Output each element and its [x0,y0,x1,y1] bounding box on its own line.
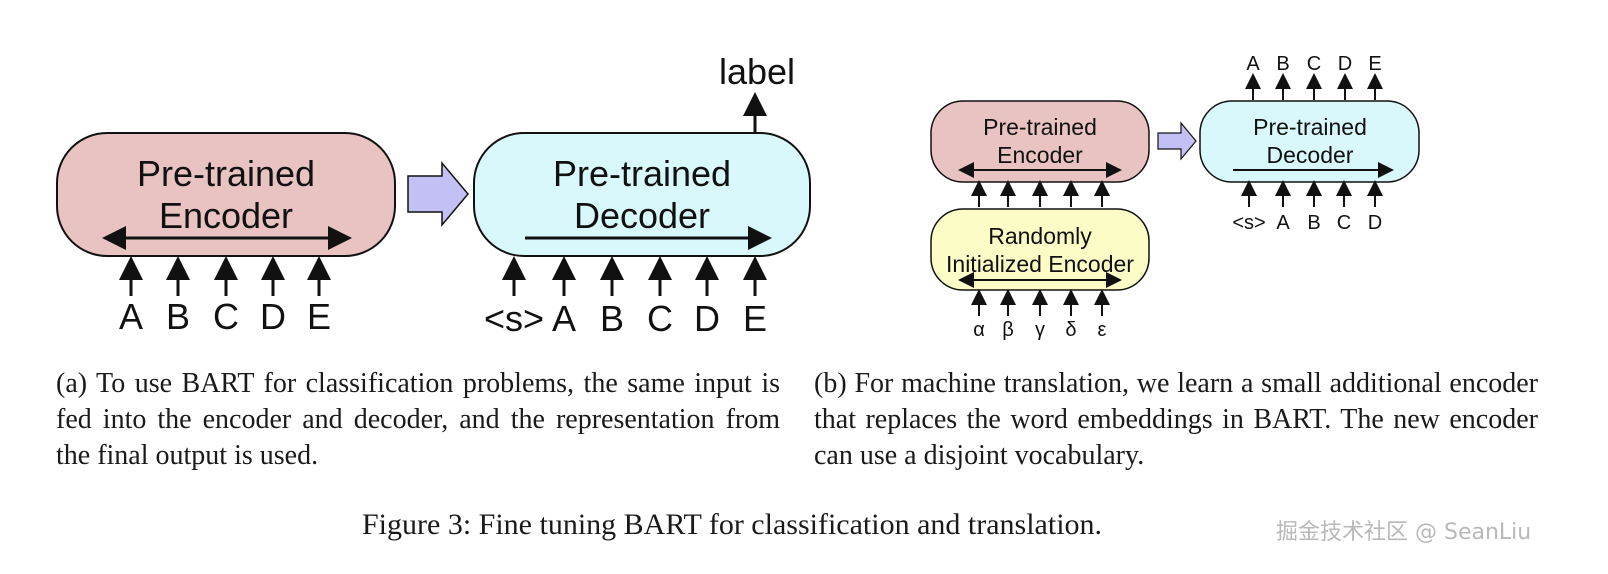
panel-b-decoder-output-token: A [1246,53,1260,75]
panel-b-decoder-input-token: C [1337,212,1351,234]
panel-b-transfer-arrow [1157,121,1197,161]
panel-b-decoder-line2: Decoder [1267,142,1354,168]
panel-a-encoder-line1: Pre-trained [137,153,315,194]
panel-b-source-input-token: γ [1035,319,1045,341]
panel-b-decoder-line1: Pre-trained [1253,114,1367,140]
panel-b-encoder-stack-arrows [971,180,1110,207]
panel-b-caption: (b) For machine translation, we learn a … [814,368,1538,471]
panel-b-decoder-output-token: D [1338,53,1352,75]
panel-b: Pre-trained Encoder Randomly Initialized… [930,53,1420,341]
panel-a-decoder-input-token: D [694,298,720,339]
panel-b-decoder-input-token: B [1307,212,1320,234]
panel-b-decoder-input-token: D [1368,212,1382,234]
panel-b-decoder-input-token: <s> [1232,212,1265,234]
panel-a-decoder-line1: Pre-trained [553,153,731,194]
panel-b-decoder-output-token: C [1307,53,1321,75]
panel-a-decoder-line2: Decoder [574,195,710,236]
watermark: 掘金技术社区 @ SeanLiu [1276,520,1532,545]
panel-b-decoder-output-token: B [1276,53,1289,75]
panel-b-random-encoder-line1: Randomly [988,223,1092,249]
panel-a-decoder-box [473,132,811,257]
panel-a-decoder-input-token: <s> [484,298,544,339]
bart-finetuning-diagram: Pre-trained Encoder Pre-trained Decoder … [56,51,1420,341]
panel-b-encoder-line2: Encoder [997,142,1083,168]
panel-a-encoder-input-token: B [166,296,190,337]
panel-a-decoder-input-token: C [647,298,673,339]
panel-b-encoder-line1: Pre-trained [983,114,1097,140]
panel-a-encoder-line2: Encoder [159,195,293,236]
panel-a-transfer-arrow [407,160,469,228]
panel-a-decoder-input-token: B [600,298,624,339]
panel-a-encoder-input-token: D [260,296,286,337]
panel-a-encoder-input-token: C [213,296,239,337]
panel-a-encoder-input-token: A [119,296,143,337]
panel-b-source-input-token: α [973,319,985,341]
panel-b-source-input-token: δ [1065,319,1076,341]
panel-a-encoder-input-token: E [307,296,331,337]
panel-b-source-input-token: ε [1098,319,1107,341]
panel-a-decoder-input-token: A [552,298,576,339]
panel-b-decoder-output-token: E [1368,53,1381,75]
panel-b-decoder-input-token: A [1276,212,1290,234]
panel-b-random-encoder-box [930,208,1150,291]
panel-a-decoder-input-token: E [743,298,767,339]
panel-a-output-label: label [719,51,795,92]
panel-b-source-input-token: β [1002,319,1014,341]
panel-a-caption: (a) To use BART for classification probl… [56,368,780,471]
panel-a: Pre-trained Encoder Pre-trained Decoder … [56,51,811,339]
figure-caption: Figure 3: Fine tuning BART for classific… [362,508,1103,541]
panel-b-random-encoder-line2: Initialized Encoder [946,251,1134,277]
